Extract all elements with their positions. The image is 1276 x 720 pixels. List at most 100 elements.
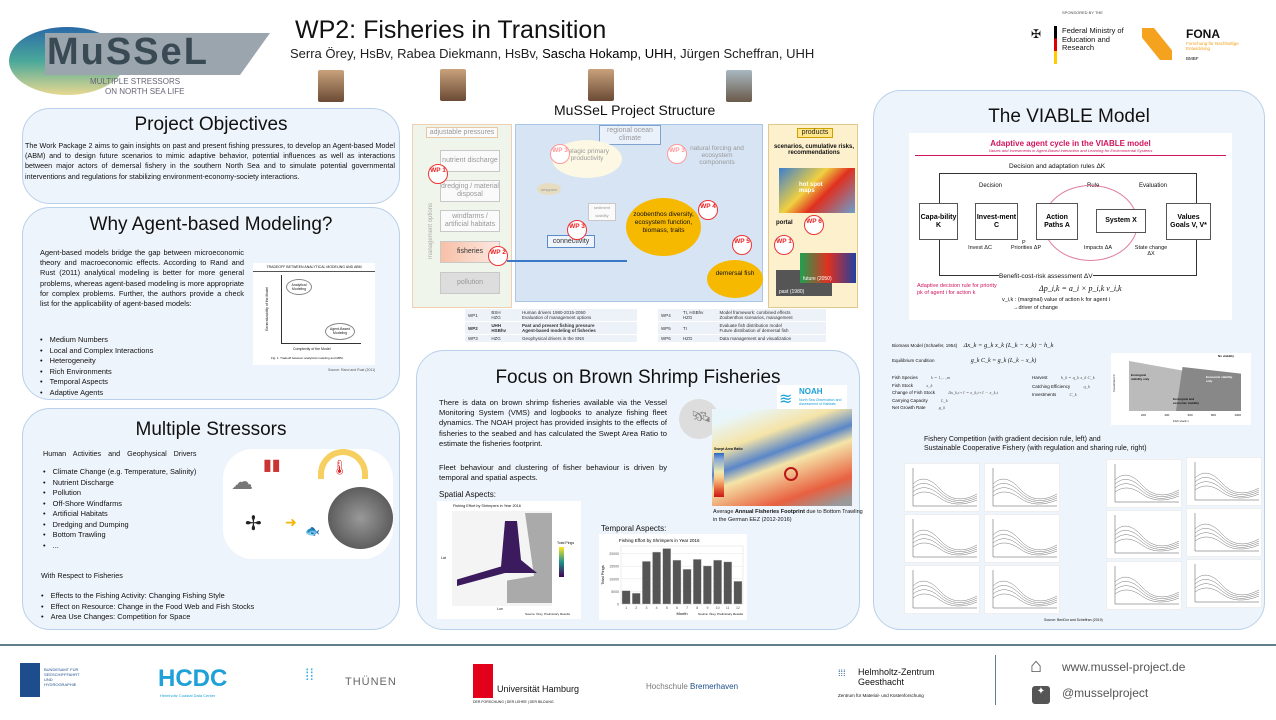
author-photo [588, 69, 614, 101]
x-tick-label: 1 [625, 606, 627, 610]
simulation-plot [984, 565, 1060, 614]
wp-table-cell: TI, HSBhv HZG [679, 309, 717, 322]
section-title: Focus on Brown Shrimp Fisheries [495, 367, 781, 388]
cycle-arrow-icon [318, 449, 368, 479]
section-title: Multiple Stressors [135, 419, 287, 440]
x-tick-label: 9 [706, 606, 708, 610]
arrow-icon: ➜ [285, 514, 297, 530]
wp-table-cell: HZG [488, 334, 520, 343]
stressors-panel: Multiple Stressors Human Activities and … [22, 408, 400, 630]
x-tick-label: 6 [676, 606, 678, 610]
abm-panel: Why Agent-based Modeling? Agent-based mo… [22, 207, 400, 400]
wp-table-cell: Data management and visualization [716, 334, 826, 343]
x-tick-label: 3 [645, 606, 647, 610]
wp-table-cell: Human drivers 1980-2015-2050 Evaluation … [519, 309, 637, 322]
thermometer-icon: 🌡 [331, 459, 349, 475]
variable-row: Catching Efficiency q_k [1032, 383, 1090, 389]
stressor-list: Climate Change (e.g. Temperature, Salini… [43, 467, 197, 551]
simulation-plot [1106, 510, 1182, 559]
bar [682, 569, 692, 605]
x-tick-label: 11 [726, 606, 730, 610]
wp1-badge: WP 1 [774, 235, 794, 255]
thuenen-dots-icon: ⁞⁞ [305, 667, 314, 684]
flag-bar [1054, 26, 1057, 64]
author-photo [318, 70, 344, 102]
eagle-icon: ✠ [1031, 27, 1042, 41]
bar [642, 561, 651, 605]
hcdc-logo: HCDC [158, 665, 228, 692]
structure-title: MuSSeL Project Structure [554, 102, 716, 118]
bar [631, 592, 641, 605]
wp-table-cell: Geophysical drivers in the SNS [519, 334, 637, 343]
wp-table-cell: BSH HZG [488, 309, 520, 322]
bar [692, 559, 702, 605]
wp-table-cell: WP3 [465, 334, 489, 343]
wp-table-cell: WP5 [658, 321, 680, 335]
windturbine-icon: ✢ [245, 513, 262, 535]
fish-icon: 🐟 [305, 524, 320, 538]
bar [733, 581, 743, 605]
fisheries-effects-list: Effects to the Fishing Activity: Changin… [41, 591, 255, 623]
uhh-logo-icon [473, 664, 493, 698]
wp6-badge: WP 6 [804, 215, 824, 235]
temporal-bar-chart: Fishing Effort by Shrimpers in Year 2016… [599, 534, 747, 620]
y-tick-label: 15000 [609, 565, 619, 569]
variable-row: Fish Species k = 1,…,m [892, 375, 951, 380]
wp-table-cell: WP6 [658, 334, 680, 343]
simulation-plot [984, 463, 1060, 512]
wp1-badge: WP 1 [428, 164, 448, 184]
simulation-plot [1186, 508, 1262, 557]
plot-area [620, 545, 744, 605]
bar [662, 548, 672, 605]
hzg-dots-icon: ⁞⁞⁞ [838, 668, 846, 678]
variable-row: Net Growth Rate g_k [892, 405, 946, 410]
wp3-badge: WP 3 [567, 220, 587, 240]
author-photo [440, 69, 466, 101]
y-tick-label: 0 [617, 603, 619, 607]
abm-checklist: Medium NumbersLocal and Complex Interact… [40, 335, 154, 398]
wind-face-icon: ☁ [231, 469, 253, 494]
bar [713, 559, 722, 605]
twitter-icon: ✦ [1032, 686, 1050, 704]
structure-diagram: adjustable pressures management options … [412, 120, 860, 308]
simulation-plot [1106, 561, 1182, 610]
y-tick-label: 20000 [609, 552, 619, 556]
x-tick-label: 10 [716, 606, 720, 610]
simulation-plot [1186, 457, 1262, 506]
x-axis-label: Month [676, 611, 687, 616]
bsh-logo-icon [20, 663, 40, 697]
tradeoff-figure: TRADEOFF BETWEEN ANALYTICAL MODELING AND… [253, 263, 375, 365]
website-link[interactable]: www.mussel-project.de [1062, 660, 1186, 674]
wp-table-cell: UHH HSBhv [488, 321, 520, 335]
bar [672, 559, 682, 605]
wp5-badge: WP 5 [732, 235, 752, 255]
trawler-photo [328, 487, 393, 549]
spatial-effort-map: Fishing Effort by Shrimpers in Year 2016… [437, 501, 581, 619]
stressors-illustration: ▮▮ ☁ 🌡 ✢ ➜ 🐟 [223, 449, 393, 559]
simulation-plot [1106, 459, 1182, 508]
bar [652, 551, 661, 605]
variable-row: Harvest h_k = q_k x_k C_k [1032, 375, 1095, 380]
variable-row: Carrying Capacity L_k [892, 397, 948, 403]
x-tick-label: 8 [696, 606, 698, 610]
variable-row: Fish Stock x_k [892, 382, 933, 388]
x-tick-label: 4 [656, 606, 658, 610]
simulation-plot [904, 514, 980, 563]
chart-source: Source: Örey, Preliminary Results [698, 612, 743, 616]
x-tick-label: 7 [686, 606, 688, 610]
shrimp-panel: Focus on Brown Shrimp Fisheries There is… [416, 350, 863, 630]
variable-row: Change of Fish Stock Δx_k,t+1 = x_k,t+1 … [892, 390, 998, 395]
x-tick-label: 5 [666, 606, 668, 610]
wp-table-cell: HZG [679, 334, 717, 343]
wp-table-cell: WP1 [465, 309, 489, 322]
author-photo [726, 70, 752, 102]
twitter-link[interactable]: @musselproject [1062, 686, 1149, 700]
footer-divider [0, 644, 1276, 646]
bar [723, 561, 733, 605]
